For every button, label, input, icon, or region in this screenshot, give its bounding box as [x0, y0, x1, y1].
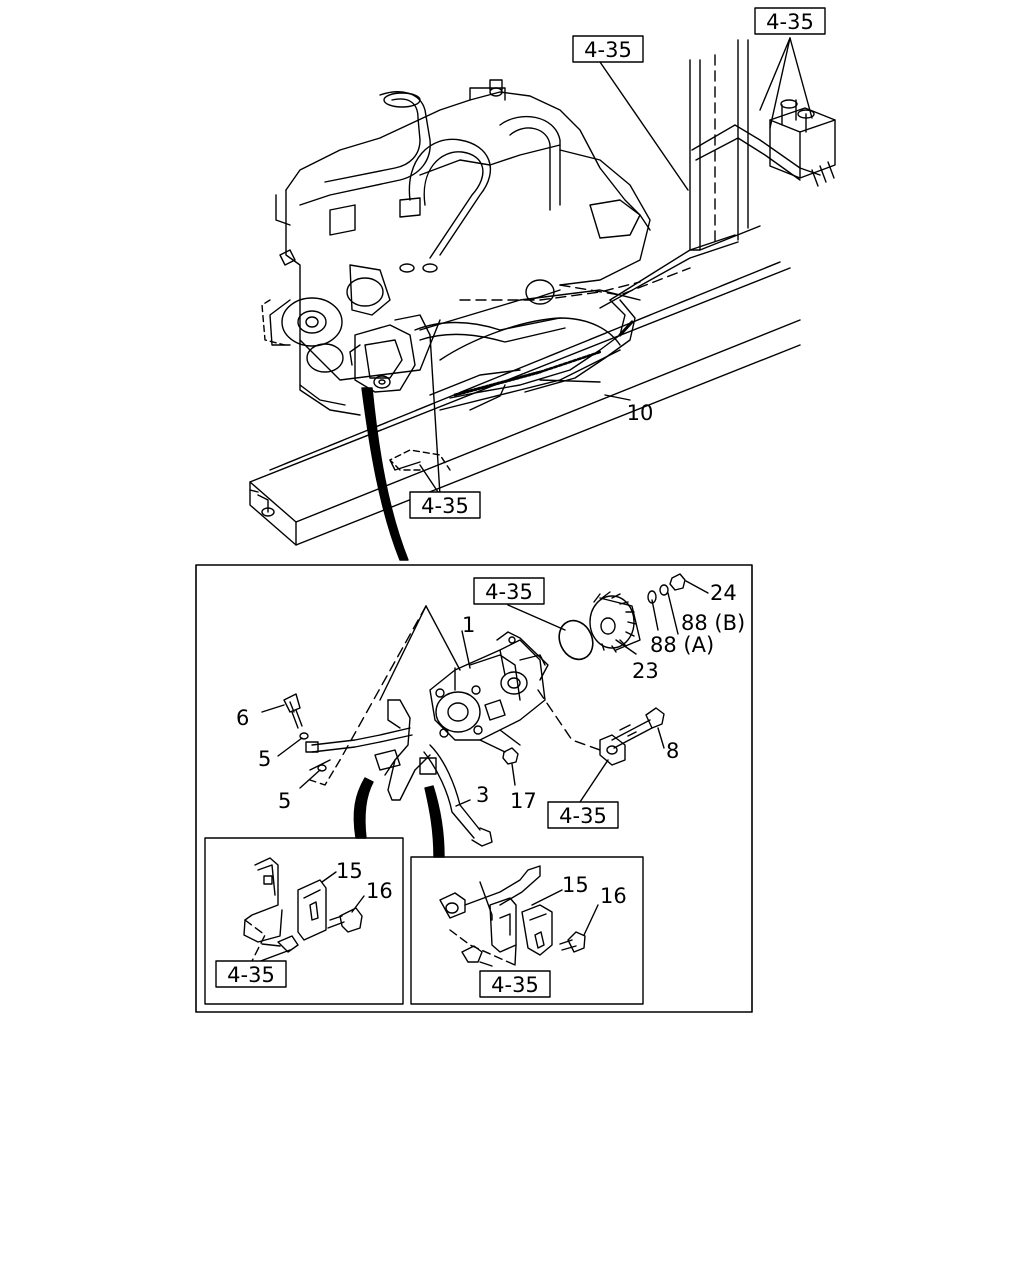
part-label-16-right: 16	[600, 884, 627, 908]
reference-label: 4-35	[766, 10, 814, 34]
part-label-5-upper: 5	[258, 747, 271, 771]
reference-box-frame: 4-35	[409, 491, 481, 519]
reference-label: 4-35	[485, 580, 533, 604]
sub-detail-box-right	[410, 856, 644, 1005]
clamp-assembly-right	[439, 865, 586, 967]
reference-label: 4-35	[559, 804, 607, 828]
washer-88b	[659, 584, 669, 596]
engine-assembly-illustration	[249, 37, 836, 546]
drive-gear	[589, 591, 641, 653]
hose-assembly	[305, 699, 493, 847]
reference-label: 4-35	[227, 963, 275, 987]
part-label-15-right: 15	[562, 873, 589, 897]
reference-box-top-right: 4-35	[754, 7, 826, 35]
callout-10: 10	[627, 401, 654, 425]
clamp-assembly-left	[243, 857, 363, 966]
part-label-1: 1	[462, 613, 475, 637]
reference-label: 4-35	[491, 973, 539, 997]
detail-callout-band	[361, 387, 409, 561]
detail-box	[195, 564, 753, 1013]
reference-label: 4-35	[421, 494, 469, 518]
bolt-6	[283, 693, 303, 729]
washer-5-upper	[299, 732, 309, 740]
sub-detail-box-left	[204, 837, 404, 1005]
nut-24	[669, 573, 686, 591]
part-label-15-left: 15	[336, 859, 363, 883]
part-label-17: 17	[510, 789, 537, 813]
part-label-88b: 88 (B)	[681, 611, 745, 635]
reference-box-top-center: 4-35	[572, 35, 644, 63]
nut-17	[502, 747, 519, 765]
washer-5-lower	[317, 764, 327, 772]
part-label-24: 24	[710, 581, 737, 605]
o-ring	[558, 619, 594, 661]
reference-box-detail-top: 4-35	[473, 577, 545, 605]
power-steering-pump	[429, 631, 549, 741]
part-label-8: 8	[666, 739, 679, 763]
part-callouts: 1 24 88 (B) 88 (A) 23 6 5 5 8 3 17 15 16…	[236, 581, 745, 908]
part-number-label: 10	[627, 401, 654, 425]
part-label-5-lower: 5	[278, 789, 291, 813]
reference-box-detail-bracket: 4-35	[547, 801, 619, 829]
reference-box-sub-right: 4-35	[479, 970, 551, 998]
part-label-3: 3	[476, 783, 489, 807]
part-label-16-left: 16	[366, 879, 393, 903]
part-label-88a: 88 (A)	[650, 633, 714, 657]
part-label-6: 6	[236, 706, 249, 730]
part-label-23: 23	[632, 659, 659, 683]
pipe-bracket	[599, 734, 626, 766]
bolt-8	[611, 707, 665, 749]
reference-box-sub-left: 4-35	[215, 960, 287, 988]
reference-label: 4-35	[584, 38, 632, 62]
